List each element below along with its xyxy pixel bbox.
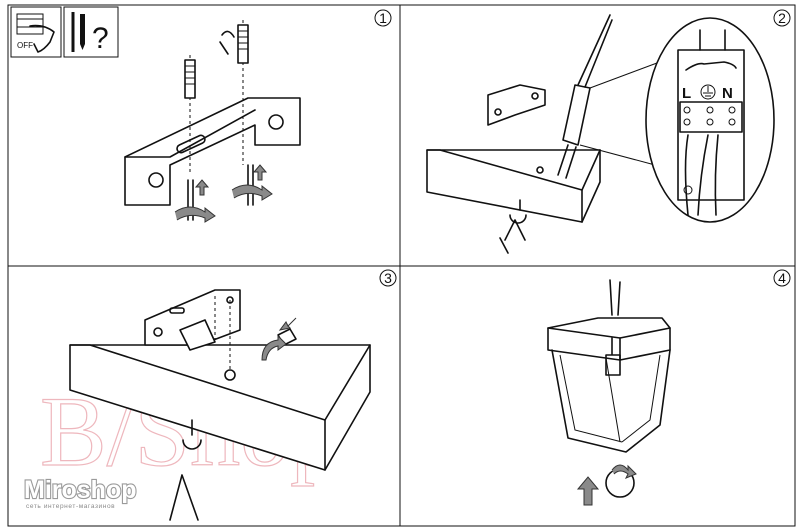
arrow-up-icon <box>252 164 268 181</box>
panel-1-mounting-bracket <box>124 20 301 223</box>
wall-plug-icon <box>184 59 196 99</box>
miroshop-logo: Miroshop сеть интернет-магазинов <box>23 475 138 510</box>
svg-text:4: 4 <box>778 270 786 286</box>
bracket <box>144 289 241 346</box>
hanging-chain <box>169 419 202 521</box>
step-number-4: 4 <box>773 269 791 287</box>
panel-3-fix-canopy <box>69 289 371 521</box>
hanging-chain <box>504 199 527 241</box>
svg-text:сеть интернет-магазинов: сеть интернет-магазинов <box>26 503 115 510</box>
rotate-arrow-icon <box>174 206 216 223</box>
step-number-1: 1 <box>374 9 392 27</box>
step-number-2: 2 <box>773 9 791 27</box>
svg-text:1: 1 <box>379 10 387 26</box>
bulb-icon <box>605 464 637 498</box>
svg-text:Miroshop: Miroshop <box>24 476 137 504</box>
terminal-detail-inset: L N <box>645 17 775 223</box>
screw-anchor-icon: ? <box>63 6 119 58</box>
pliers-icon <box>219 30 235 55</box>
bulb-holder <box>605 337 621 376</box>
arrow-up-icon <box>576 476 600 506</box>
terminal-block <box>562 84 591 146</box>
arrow-icon <box>278 317 297 331</box>
live-terminal-label: L <box>682 85 691 102</box>
arrow-up-icon <box>194 179 210 196</box>
step-number-3: 3 <box>379 269 397 287</box>
earth-icon <box>700 84 716 100</box>
rotate-arrow-icon <box>231 184 273 201</box>
svg-text:2: 2 <box>778 10 786 26</box>
panel-4-lamp-assembled <box>547 279 671 506</box>
off-label: OFF <box>17 41 33 50</box>
svg-text:3: 3 <box>384 270 392 286</box>
wall-plug-icon <box>237 24 249 64</box>
power-off-icon: OFF <box>10 6 62 58</box>
rotate-arrow-icon <box>261 334 287 361</box>
cable <box>577 14 613 88</box>
question-mark: ? <box>92 22 109 55</box>
bracket <box>487 84 546 126</box>
neutral-terminal-label: N <box>722 85 733 102</box>
panel-2-wiring: L N <box>426 14 775 254</box>
